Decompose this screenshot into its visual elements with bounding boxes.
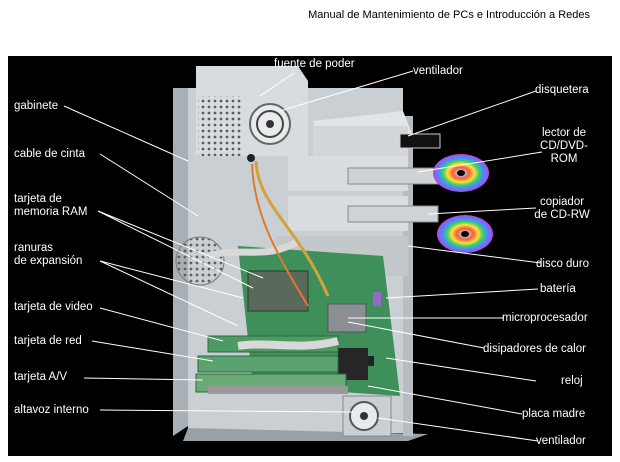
label-disquetera: disquetera <box>535 84 589 96</box>
label-gabinete: gabinete <box>14 100 59 112</box>
label-ventilador-top: ventilador <box>413 65 463 77</box>
bottom-fan <box>342 395 392 437</box>
label-tarjeta-av: tarjeta A/V <box>14 371 68 383</box>
ribbon-cables <box>206 160 339 350</box>
label-reloj: reloj <box>561 375 583 387</box>
label-tarjeta-de-memoria-ram: tarjeta de memoria RAM <box>14 193 88 218</box>
label-placa-madre: placa madre <box>522 408 586 420</box>
label-copiador-cd-rw: copiador de CD-RW <box>534 196 590 221</box>
page-header: Manual de Mantenimiento de PCs e Introdu… <box>308 9 590 21</box>
label-ventilador-bottom: ventilador <box>536 435 586 447</box>
label-tarjeta-de-red: tarjeta de red <box>14 335 82 347</box>
label-fuente-de-poder: fuente de poder <box>274 58 355 70</box>
label-altavoz-interno: altavoz interno <box>14 404 89 416</box>
label-bateria: batería <box>540 283 576 295</box>
label-cable-de-cinta: cable de cinta <box>14 148 85 160</box>
label-ranuras-de-expansion: ranuras de expansión <box>14 242 83 267</box>
label-disipadores-de-calor: disipadores de calor <box>483 343 586 355</box>
leader-lines <box>63 70 543 442</box>
pc-diagram: gabinete cable de cinta tarjeta de memor… <box>8 56 612 456</box>
power-supply <box>196 66 308 162</box>
pc-illustration <box>63 66 543 442</box>
label-lector-cd-dvd-rom: lector de CD/DVD- ROM <box>540 127 588 165</box>
label-microprocesador: microprocesador <box>502 312 588 324</box>
label-disco-duro: disco duro <box>536 258 590 270</box>
label-tarjeta-de-video: tarjeta de video <box>14 301 93 313</box>
rear-fan-grill <box>175 236 225 286</box>
